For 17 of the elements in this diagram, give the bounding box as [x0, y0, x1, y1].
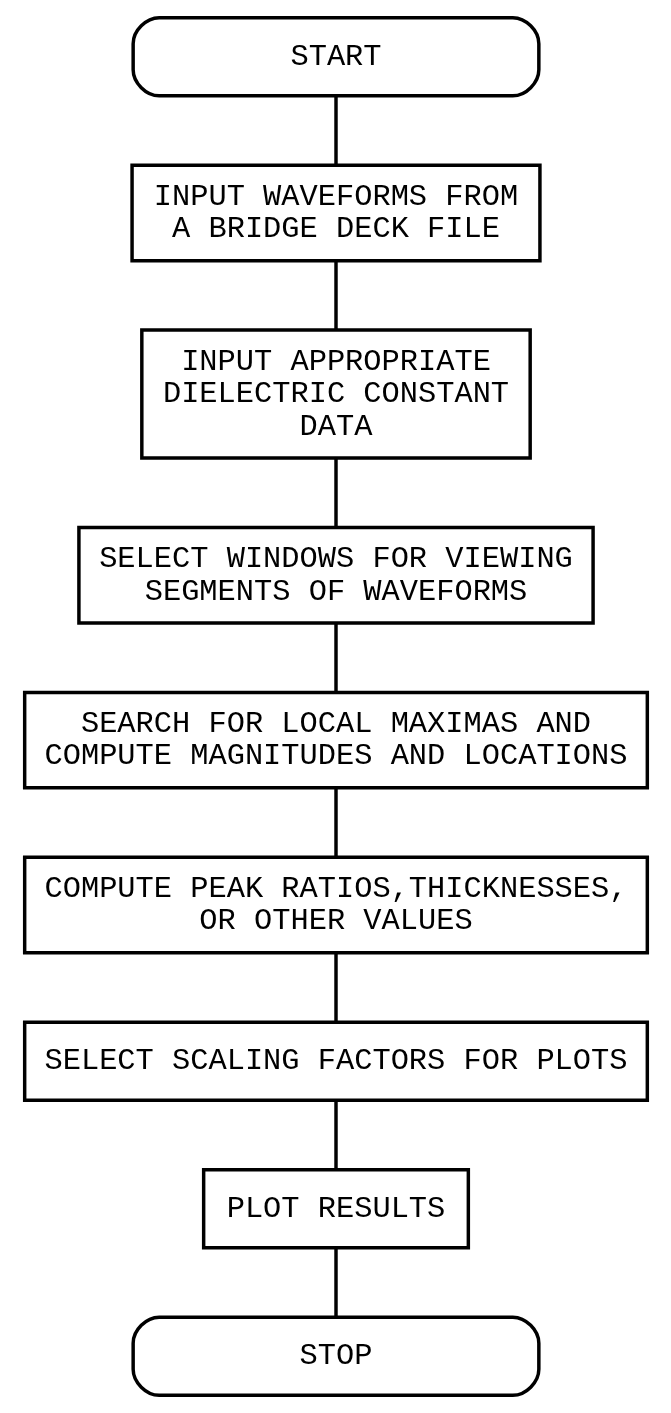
connector — [333, 623, 338, 693]
connector — [333, 1248, 338, 1317]
node-box: PLOT RESULTS — [201, 1167, 470, 1250]
node-box: INPUT APPROPRIATE DIELECTRIC CONSTANT DATA — [139, 328, 532, 460]
node-box: COMPUTE PEAK RATIOS,THICKNESSES, OR OTHER VALUES — [22, 855, 649, 955]
node-box: SELECT WINDOWS FOR VIEWING SEGMENTS OF WAVEFORMS — [76, 525, 595, 625]
node-box: INPUT WAVEFORMS FROM A BRIDGE DECK FILE — [129, 163, 542, 263]
connector — [333, 96, 338, 165]
node-box: STOP — [130, 1315, 541, 1398]
connector — [333, 787, 338, 858]
connector — [333, 952, 338, 1022]
node-box: START — [130, 15, 541, 98]
node-box: SEARCH FOR LOCAL MAXIMAS AND COMPUTE MAGNITUDES AND LOCATIONS — [22, 690, 649, 790]
connector — [333, 458, 338, 528]
connector — [333, 1101, 338, 1169]
node-box: SELECT SCALING FACTORS FOR PLOTS — [22, 1020, 649, 1102]
connector — [333, 261, 338, 330]
